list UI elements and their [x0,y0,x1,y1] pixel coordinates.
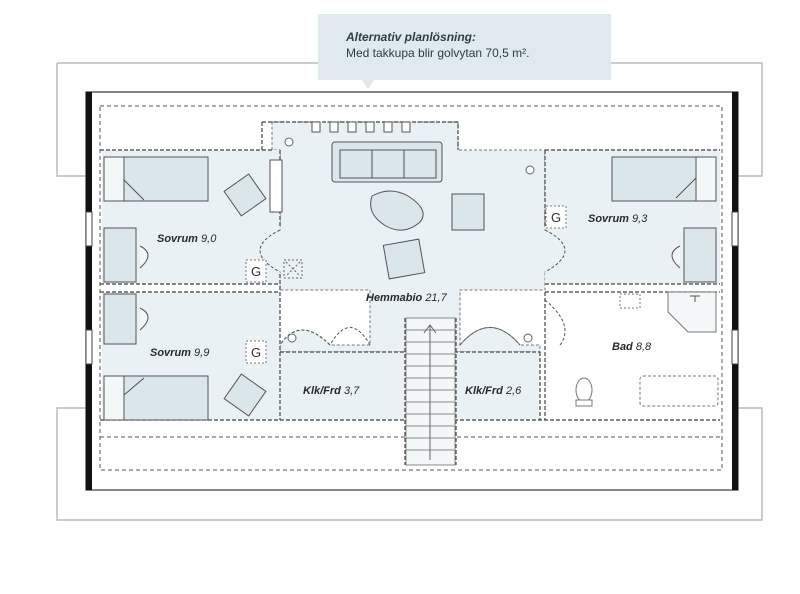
shelf-unit [269,159,283,213]
chimney-box [283,259,303,279]
desk-sovrum-3 [103,293,149,345]
armchairs [223,173,485,417]
room-label-klk-2: Klk/Frd 2,6 [465,385,522,397]
coffee-table [370,190,424,231]
knee-wall-line [99,105,723,471]
roof-outline [56,62,763,177]
vent-markers [284,137,535,343]
bed-sovrum-1 [103,156,209,202]
desk-sovrum-2 [671,227,717,283]
floor-klk-1 [280,352,405,420]
room-label-bad: Bad 8,8 [612,341,652,353]
bed-sovrum-2 [611,156,717,202]
callout-title: Alternativ planlösning: [346,30,477,44]
g-marker-2: G [251,345,261,360]
room-label-sovrum-1: Sovrum 9,0 [157,233,217,245]
callout-box: Alternativ planlösning: Med takkupa blir… [318,14,611,80]
room-label-sovrum-2: Sovrum 9,3 [588,213,648,225]
callout-pointer [362,80,374,89]
wall-right [732,92,738,490]
wall-left [86,92,92,490]
bed-sovrum-3 [103,375,209,421]
g-marker-3: G [551,210,561,225]
door-swings [259,229,566,346]
g-markers: G G G [245,205,567,364]
room-label-klk-1: Klk/Frd 3,7 [303,385,360,397]
roof-outline-bottom [56,407,763,521]
sofa [331,141,443,183]
callout-text: Med takkupa blir golvytan 70,5 m². [346,46,530,60]
bathroom-fixtures [575,291,719,407]
desk-sovrum-1 [103,227,149,283]
room-label-sovrum-3: Sovrum 9,9 [150,347,209,359]
g-marker-1: G [251,264,261,279]
side-windows [85,211,739,365]
dormer-windows [311,121,411,133]
staircase [405,317,456,466]
floor-klk-2 [456,352,540,420]
room-label-hemmabio: Hemmabio 21,7 [366,292,448,304]
